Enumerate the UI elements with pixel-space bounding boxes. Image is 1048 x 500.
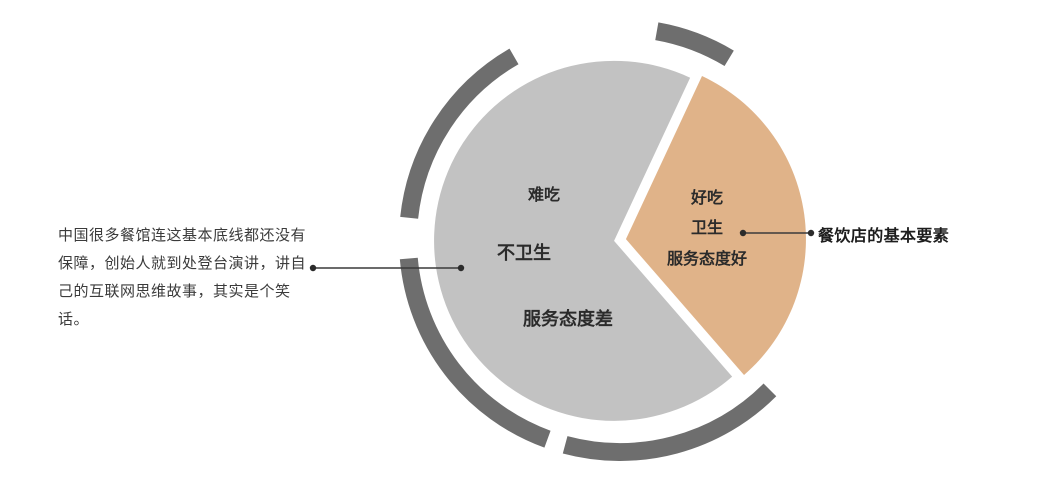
pie-slices [434,60,806,421]
pie-slice-negative[interactable] [434,60,733,421]
label-wei-sheng: 卫生 [691,218,723,237]
arc-top-right [655,22,734,67]
label-fu-wu-tai-du-cha: 服务态度差 [523,308,613,329]
left-annotation-text: 中国很多餐馆连这基本底线都还没有保障，创始人就到处登台演讲，讲自己的互联网思维故… [58,227,307,328]
label-fu-wu-tai-du-hao: 服务态度好 [667,249,747,268]
label-hao-chi: 好吃 [690,188,723,207]
left-connector-dot-start [309,264,317,272]
arc-left [400,48,519,219]
label-nan-chi: 难吃 [527,185,560,204]
pie-slice-positive[interactable] [625,76,806,376]
outer-ring-arcs [399,22,777,461]
right-connector-dot-start [739,229,747,237]
arc-bottom-right [562,383,777,461]
right-connector-dot-end [807,229,815,237]
label-bu-wei-sheng: 不卫生 [497,242,551,263]
right-callout-label: 餐饮店的基本要素 [818,228,950,245]
callout-connectors [309,229,815,272]
left-connector-dot-end [457,264,465,272]
slice-labels: 难吃 不卫生 服务态度差 好吃 卫生 服务态度好 [497,185,747,329]
arc-bottom-left [399,257,551,448]
